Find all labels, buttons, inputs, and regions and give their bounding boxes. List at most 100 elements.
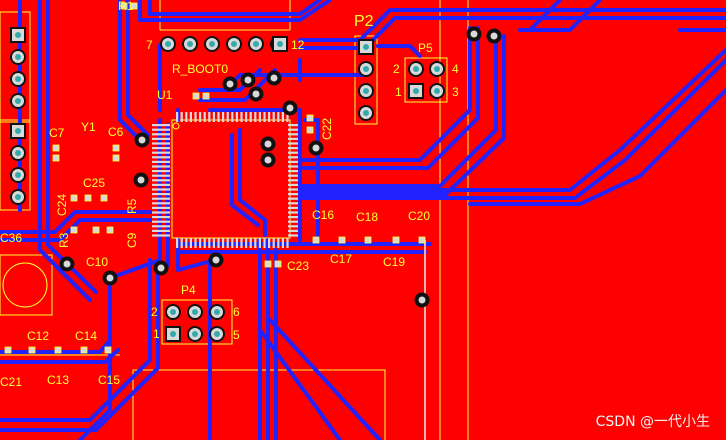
label-y1: Y1 — [81, 120, 96, 134]
qfp-pin — [212, 238, 215, 248]
label-u1: U1 — [157, 88, 173, 102]
smd-pad — [112, 144, 120, 152]
via-hole — [270, 74, 278, 82]
label-c17: C17 — [330, 252, 353, 266]
qfp-pin — [281, 238, 284, 248]
label-r1: R1 — [118, 0, 134, 13]
label-p2: P2 — [354, 13, 374, 30]
label-c22: C22 — [320, 117, 334, 140]
qfp-pin — [277, 238, 280, 248]
via-hole — [470, 30, 478, 38]
smd-pad — [84, 194, 92, 202]
label-c24: C24 — [55, 193, 69, 216]
qfp-pin — [263, 112, 266, 122]
qfp-pin — [288, 137, 298, 140]
label-c9: C9 — [125, 232, 139, 248]
qfp-pin — [288, 197, 298, 200]
via-hole — [212, 256, 220, 264]
via-hole — [138, 136, 146, 144]
qfp-pin — [152, 225, 170, 228]
via-hole — [418, 296, 426, 304]
qfp-pin — [180, 112, 183, 122]
qfp-pin — [152, 183, 170, 186]
smd-pad — [28, 346, 36, 354]
smd-pad — [130, 2, 138, 10]
u1-qfp-package — [152, 112, 298, 248]
via-hole — [286, 104, 294, 112]
smd-pad — [312, 236, 320, 244]
qfp-pin — [254, 112, 257, 122]
smd-pads — [4, 2, 426, 354]
via-hole — [244, 76, 252, 84]
smd-pad — [338, 236, 346, 244]
qfp-pin — [208, 238, 211, 248]
smd-pad — [104, 346, 112, 354]
qfp-pin — [288, 165, 298, 168]
header-pad-hole — [165, 41, 171, 47]
label-c23: C23 — [287, 259, 310, 273]
qfp-pin — [217, 112, 220, 122]
qfp-pin — [258, 238, 261, 248]
label-c18: C18 — [356, 210, 379, 224]
qfp-pin — [288, 133, 298, 136]
smd-pad — [70, 194, 78, 202]
smd-pad — [92, 226, 100, 234]
label-p5-pin4: 4 — [452, 62, 459, 76]
qfp-pin — [194, 238, 197, 248]
qfp-pin — [189, 238, 192, 248]
qfp-pin — [185, 238, 188, 248]
qfp-pin — [288, 160, 298, 163]
label-p4-pin1: 1 — [153, 327, 160, 341]
smd-pad — [100, 194, 108, 202]
qfp-pin — [226, 238, 229, 248]
label-c13: C13 — [47, 373, 70, 387]
label-p5-pin1: 1 — [395, 85, 402, 99]
header-pad-hole — [253, 41, 259, 47]
via-hole — [106, 274, 114, 282]
smd-pad — [120, 2, 128, 10]
qfp-pin — [152, 142, 170, 145]
qfp-pin — [152, 216, 170, 219]
via-hole — [226, 80, 234, 88]
qfp-pin — [194, 112, 197, 122]
qfp-pin — [272, 112, 275, 122]
qfp-pin — [152, 137, 170, 140]
smd-pad — [4, 346, 12, 354]
qfp-pin — [245, 238, 248, 248]
smd-pad — [392, 236, 400, 244]
label-c12: C12 — [27, 329, 50, 343]
smd-pad — [52, 154, 60, 162]
qfp-pin — [288, 211, 298, 214]
label-r-boot: R_BOOT0 — [172, 62, 229, 76]
via-hole — [264, 156, 272, 164]
qfp-pin — [288, 174, 298, 177]
smd-pad — [306, 114, 314, 122]
qfp-pin — [288, 151, 298, 154]
header-p5 — [408, 61, 445, 99]
label-c6: C6 — [108, 125, 124, 139]
qfp-pin — [152, 229, 170, 232]
qfp-pin — [281, 112, 284, 122]
qfp-pin — [288, 202, 298, 205]
qfp-pin — [288, 183, 298, 186]
via-hole — [157, 264, 165, 272]
qfp-pin — [152, 234, 170, 237]
label-p5-pin3: 3 — [452, 85, 459, 99]
label-p5-pin2: 2 — [393, 62, 400, 76]
qfp-pin — [199, 112, 202, 122]
header-pad-hole — [231, 41, 237, 47]
pin1-marker — [172, 122, 180, 130]
qfp-pin — [249, 238, 252, 248]
vias — [59, 26, 502, 308]
qfp-pin — [217, 238, 220, 248]
qfp-pin — [152, 197, 170, 200]
header-p2 — [358, 39, 374, 121]
smd-pad — [112, 154, 120, 162]
smd-pad — [106, 226, 114, 234]
qfp-pin — [152, 147, 170, 150]
smd-pad — [418, 236, 426, 244]
qfp-pin — [245, 112, 248, 122]
qfp-pin — [152, 202, 170, 205]
watermark-text: CSDN @一代小生 — [595, 414, 710, 430]
